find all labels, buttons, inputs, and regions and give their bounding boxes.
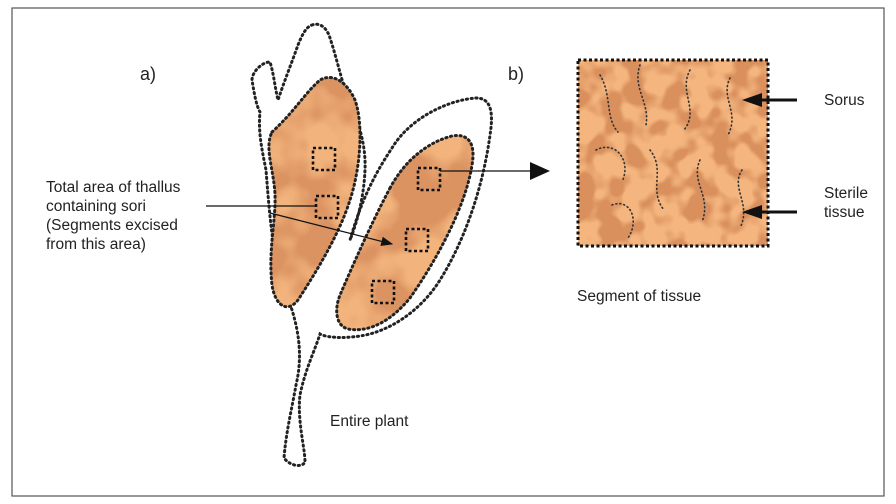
sterile-tissue-label: Sterile tissue (824, 185, 868, 223)
tissue-segment-square (578, 60, 768, 246)
sterile-tissue-line: Sterile (824, 185, 868, 204)
segment-of-tissue-label: Segment of tissue (577, 288, 701, 307)
total-area-line: (Segments excised (46, 217, 276, 236)
sterile-tissue-line: tissue (824, 204, 868, 223)
total-area-line: from this area) (46, 236, 276, 255)
entire-plant-label: Entire plant (330, 413, 408, 432)
total-area-label: Total area of thallus containing sori (S… (46, 179, 276, 255)
total-area-line: containing sori (46, 198, 276, 217)
sorus-label: Sorus (824, 92, 865, 111)
panel-label-a: a) (140, 64, 156, 86)
total-area-line: Total area of thallus (46, 179, 276, 198)
panel-label-b: b) (508, 64, 524, 86)
